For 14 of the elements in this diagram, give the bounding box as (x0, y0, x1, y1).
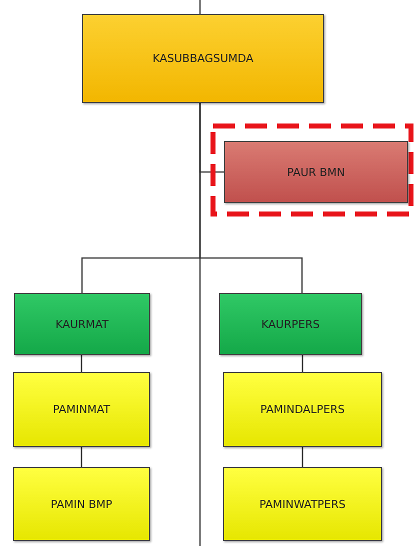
connector-line (302, 355, 304, 372)
subsection-box: PAMINWATPERS (223, 467, 382, 541)
connector-line (80, 355, 82, 372)
unit-box: KASUBBAGSUMDA (82, 14, 324, 103)
subsection-box: PAMIN BMP (13, 467, 150, 541)
connector-line (199, 0, 201, 14)
connector-line (80, 447, 82, 467)
section-box: KAURPERS (219, 293, 362, 355)
staff-box: PAUR BMN (224, 141, 408, 203)
subsection-box: PAMINMAT (13, 372, 150, 447)
connector-line (302, 447, 304, 467)
section-box: KAURMAT (14, 293, 150, 355)
connector-line (199, 103, 303, 293)
subsection-box: PAMINDALPERS (223, 372, 382, 447)
